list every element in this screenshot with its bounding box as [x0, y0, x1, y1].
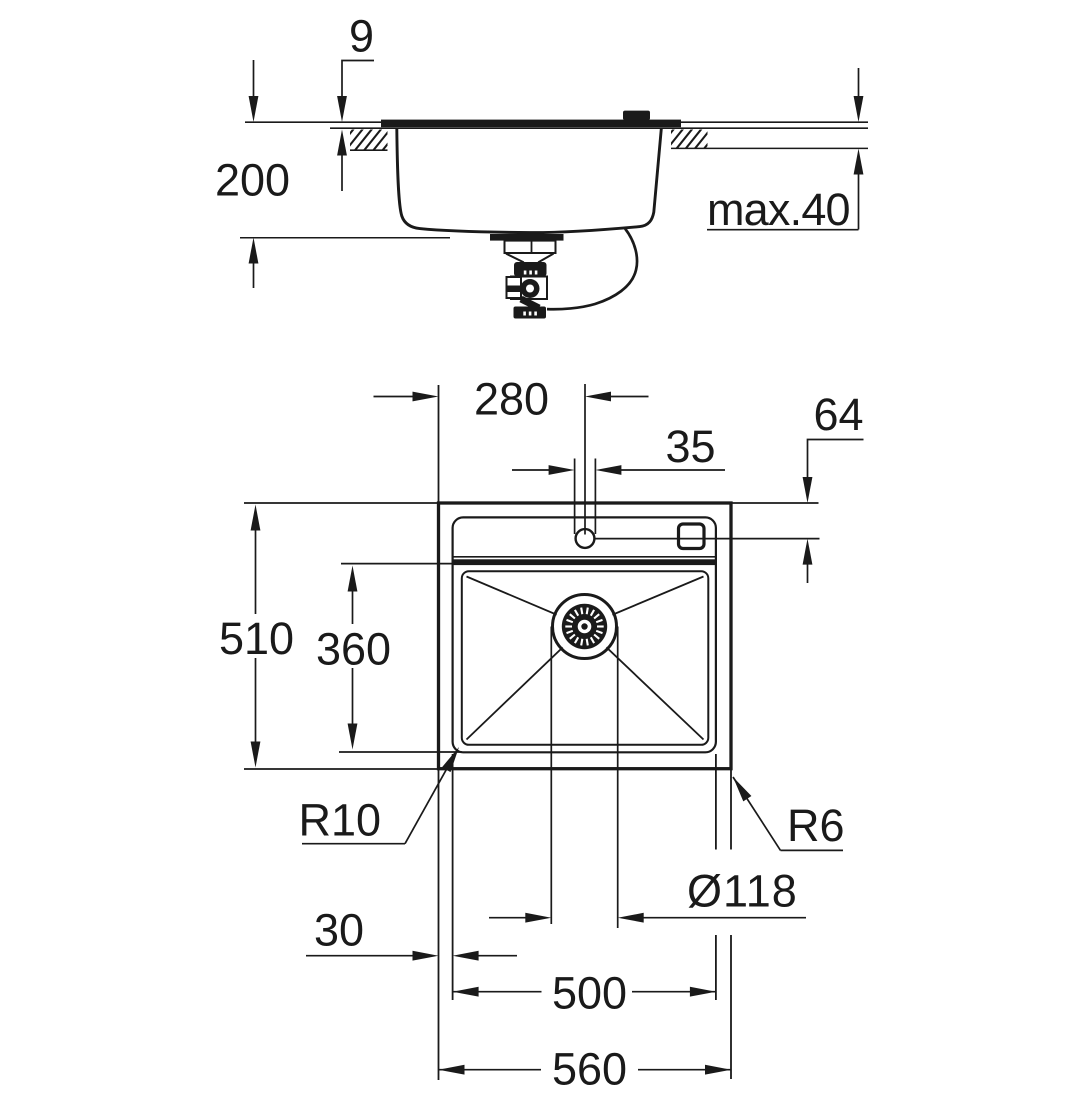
svg-text:Ø118: Ø118	[687, 866, 798, 917]
svg-text:R6: R6	[787, 800, 845, 851]
svg-text:500: 500	[552, 968, 627, 1019]
svg-text:280: 280	[474, 374, 549, 425]
svg-text:64: 64	[814, 389, 864, 440]
svg-text:360: 360	[316, 624, 391, 675]
svg-text:9: 9	[349, 11, 374, 62]
svg-text:R10: R10	[299, 795, 382, 846]
svg-text:510: 510	[219, 613, 294, 664]
svg-text:200: 200	[215, 155, 290, 206]
svg-text:max.40: max.40	[707, 184, 850, 235]
svg-text:35: 35	[666, 421, 716, 472]
svg-text:30: 30	[314, 905, 364, 956]
svg-text:560: 560	[552, 1044, 627, 1091]
